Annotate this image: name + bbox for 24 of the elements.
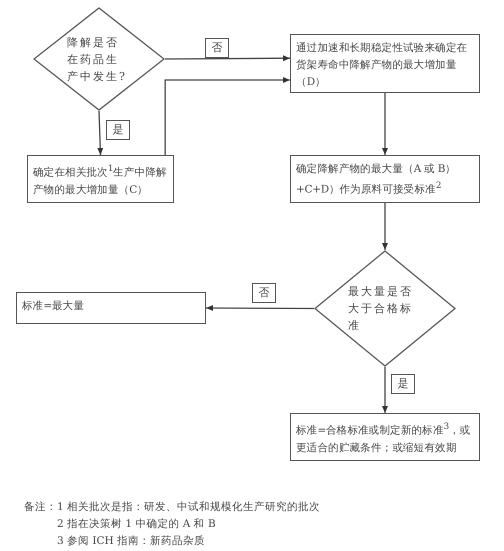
process-box: 确定在相关批次$^{1}$生产中降解产物的最大增加量（C） — [27, 155, 174, 203]
arrow — [165, 55, 290, 62]
process-box: 确定降解产物的最大量（A 或 B）+C+D）作为原料可接受标准$^{2}$ — [290, 155, 480, 203]
decision-diamond — [33, 7, 165, 111]
arrow — [97, 110, 104, 156]
footnote-text: 备注： — [24, 500, 57, 514]
question-text: 降解是否在药品生产中发生? — [67, 34, 128, 84]
question-text: 最大量是否大于合格标准 — [348, 284, 414, 334]
footnote-text: 2 指在决策树 1 中确定的 A 和 B — [57, 517, 216, 531]
arrow — [164, 77, 290, 155]
arrow — [382, 203, 388, 250]
footnote-text: 1 相关批次是指：研发、中试和规模化生产研究的批次 — [57, 500, 320, 514]
decision-diamond — [314, 250, 456, 367]
edge-label: 否 — [252, 283, 276, 303]
edge-label: 是 — [106, 120, 130, 140]
arrow — [382, 367, 388, 413]
edge-label: 否 — [205, 38, 229, 58]
process-box: 标准=最大量 — [16, 292, 206, 324]
arrow — [382, 93, 388, 155]
process-box: 标准=合格标准或制定新的标准$^{3}$，或更适合的贮藏条件；或缩短有效期 — [290, 413, 480, 461]
footnote-text: 3 参阅 ICH 指南：新药品杂质 — [57, 534, 206, 548]
arrow — [206, 305, 314, 312]
edge-label: 是 — [391, 374, 415, 394]
process-box: 通过加速和长期稳定性试验来确定在货架寿命中降解产物的最大增加量（D） — [290, 34, 480, 93]
